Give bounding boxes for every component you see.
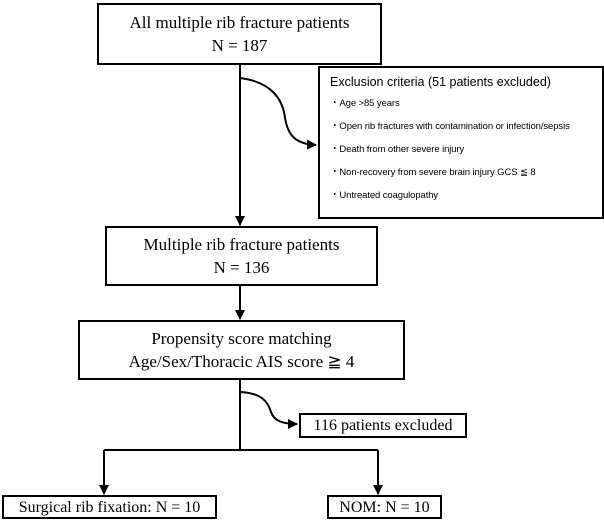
nom-box: NOM: N = 10: [327, 495, 442, 519]
propensity-matching-criteria: Age/Sex/Thoracic AIS score ≧ 4: [128, 352, 355, 371]
exclusion-criteria-title: Exclusion criteria (51 patients excluded…: [330, 75, 551, 89]
surgical-fixation-box: Surgical rib fixation: N = 10: [2, 495, 217, 519]
exclusion-item-coagulopathy: ・Untreated coagulopathy: [330, 190, 439, 201]
exclusion-criteria-box: Exclusion criteria (51 patients excluded…: [318, 66, 604, 219]
matching-excluded-box: 116 patients excluded: [299, 413, 467, 438]
nom-label: NOM: N = 10: [339, 499, 430, 516]
exclusion-item-death: ・Death from other severe injury: [330, 144, 465, 155]
arrow-to-matching-excluded: [239, 391, 298, 429]
propensity-matching-box: Propensity score matching Age/Sex/Thorac…: [78, 320, 405, 380]
all-patients-box: All multiple rib fracture patients N = 1…: [97, 3, 382, 65]
propensity-matching-title: Propensity score matching: [151, 329, 332, 348]
matching-excluded-label: 116 patients excluded: [313, 417, 453, 434]
all-patients-count: N = 187: [211, 36, 268, 55]
remaining-patients-count: N = 136: [213, 258, 270, 277]
surgical-fixation-label: Surgical rib fixation: N = 10: [18, 499, 201, 516]
all-patients-title: All multiple rib fracture patients: [129, 13, 350, 32]
exclusion-item-open-fractures: ・Open rib fractures with contamination o…: [330, 121, 570, 132]
remaining-patients-box: Multiple rib fracture patients N = 136: [105, 226, 378, 286]
arrow-to-exclusion: [239, 77, 317, 150]
exclusion-item-brain-injury: ・Non-recovery from severe brain injury G…: [330, 167, 536, 178]
remaining-patients-title: Multiple rib fracture patients: [143, 235, 340, 254]
exclusion-item-age: ・Age >85 years: [330, 98, 400, 109]
